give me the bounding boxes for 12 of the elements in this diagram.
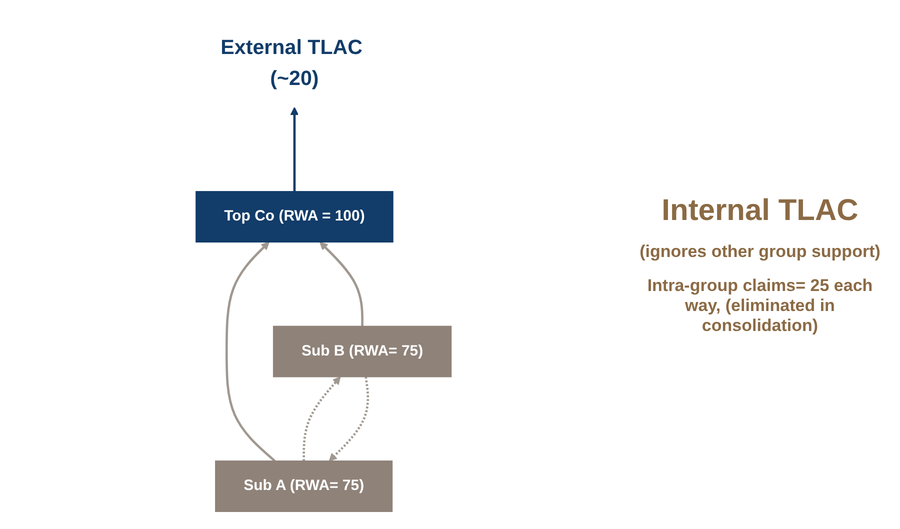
- arrow: [290, 106, 299, 192]
- note-text: (ignores other group support): [638, 242, 882, 262]
- arrow: [320, 242, 364, 326]
- heading-label: Internal TLAC: [660, 194, 860, 228]
- arrow: [225, 242, 276, 462]
- node-text: External TLAC (~20): [220, 35, 363, 90]
- node-box: Sub A (RWA= 75): [215, 460, 393, 512]
- node-box: Top Co (RWA = 100): [196, 191, 394, 243]
- arrow: [302, 376, 341, 461]
- node-box: Sub B (RWA= 75): [272, 326, 452, 378]
- note-text: Intra-group claims= 25 each way, (eliminated in consolidation): [646, 276, 874, 336]
- arrow: [328, 376, 370, 462]
